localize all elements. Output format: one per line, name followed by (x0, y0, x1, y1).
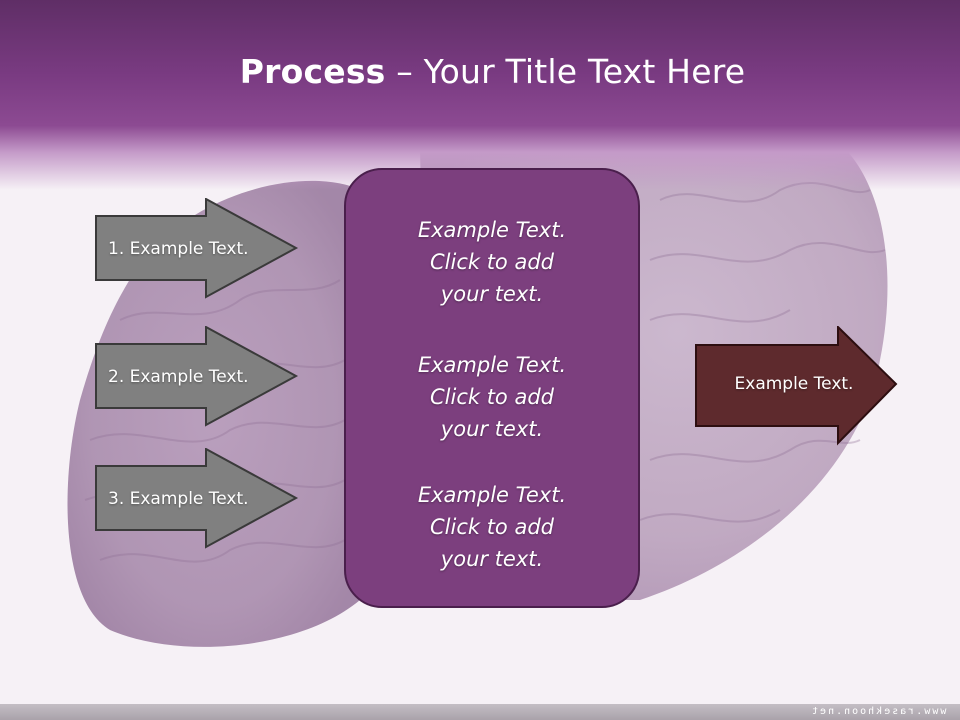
arrow-right-icon (95, 448, 299, 549)
left-arrow-1-label: 1. Example Text. (108, 239, 249, 259)
center-content-box[interactable]: Example Text. Click to add your text. Ex… (344, 168, 640, 608)
center-block-2-line3: your text. (440, 417, 544, 441)
right-arrow[interactable]: Example Text. (694, 326, 900, 446)
header-band (0, 0, 960, 190)
center-block-1-line1: Example Text. (417, 218, 567, 242)
center-text-block-3[interactable]: Example Text. Click to add your text. (346, 479, 638, 575)
left-arrow-2-label: 2. Example Text. (108, 367, 249, 387)
left-arrow-3[interactable]: 3. Example Text. (94, 448, 300, 550)
arrow-right-icon (95, 198, 299, 299)
arrow-right-icon (695, 326, 898, 446)
center-block-2-line1: Example Text. (417, 353, 567, 377)
center-block-1-line3: your text. (440, 282, 544, 306)
footer-bar (0, 704, 960, 720)
center-text-block-1[interactable]: Example Text. Click to add your text. (346, 214, 638, 310)
center-block-3-line2: Click to add (429, 515, 554, 539)
arrow-right-icon (95, 326, 299, 427)
center-block-2-line2: Click to add (429, 385, 554, 409)
title-bold: Process (239, 52, 386, 91)
title-rest: – Your Title Text Here (385, 52, 746, 91)
left-arrow-2[interactable]: 2. Example Text. (94, 326, 300, 428)
center-block-3-line1: Example Text. (417, 483, 567, 507)
center-block-1-line2: Click to add (429, 250, 554, 274)
slide-title: Process – Your Title Text Here (0, 52, 960, 91)
center-text-block-2[interactable]: Example Text. Click to add your text. (346, 349, 638, 445)
left-arrow-3-label: 3. Example Text. (108, 489, 249, 509)
footer-watermark: www.rasekhoon.net (809, 706, 946, 717)
right-arrow-label: Example Text. (734, 374, 854, 394)
left-arrow-1[interactable]: 1. Example Text. (94, 198, 300, 300)
center-block-3-line3: your text. (440, 547, 544, 571)
